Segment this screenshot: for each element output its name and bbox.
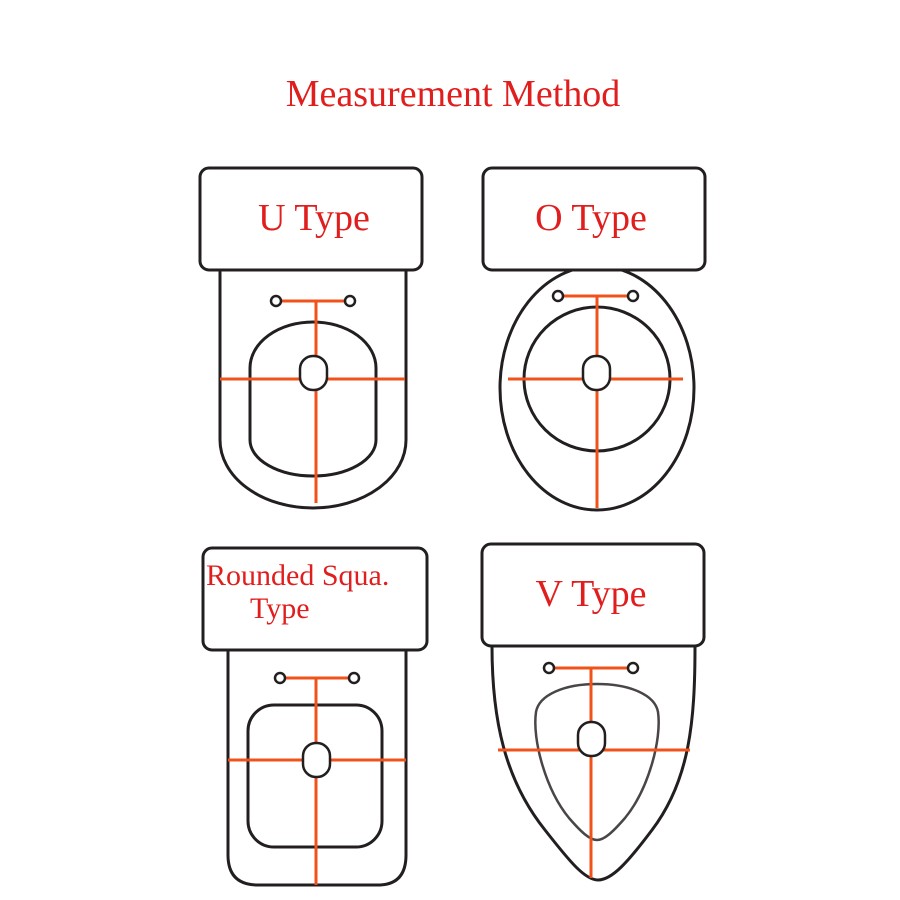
- rounded-square-type-diagram: Rounded Squa. Type: [201, 546, 429, 887]
- u-type-label: U Type: [258, 197, 370, 239]
- rounded-square-hinge-hole-right: [347, 671, 361, 685]
- u-type-drain-hole: [298, 354, 329, 392]
- u-type-hinge-hole-left: [269, 294, 283, 308]
- v-type-hinge-hole-left: [542, 661, 556, 675]
- rounded-square-label-line1: Rounded Squa.: [206, 559, 389, 592]
- v-type-label: V Type: [536, 573, 647, 615]
- u-type-diagram: U Type: [198, 166, 424, 510]
- o-type-label: O Type: [535, 197, 647, 239]
- rounded-square-label-line2: Type: [250, 592, 310, 625]
- v-type-diagram: V Type: [480, 542, 706, 882]
- v-type-seat-opening: [534, 682, 660, 842]
- v-type-bowl-outline: [490, 644, 697, 882]
- o-type-diagram: O Type: [481, 166, 707, 512]
- o-type-tank: [481, 166, 707, 272]
- o-type-hinge-hole-right: [626, 289, 640, 303]
- rounded-square-drain-hole: [301, 741, 332, 779]
- rounded-square-hinge-hole-left: [273, 671, 287, 685]
- page-title: Measurement Method: [285, 73, 621, 115]
- o-type-drain-hole: [581, 354, 612, 392]
- rounded-square-tank: [201, 546, 429, 652]
- v-type-drain-hole: [576, 720, 607, 758]
- v-type-tank: [480, 542, 706, 648]
- u-type-seat-opening: [248, 320, 378, 478]
- u-type-tank: [198, 166, 424, 272]
- v-type-hinge-hole-right: [626, 661, 640, 675]
- o-type-hinge-hole-left: [551, 289, 565, 303]
- u-type-hinge-hole-right: [343, 294, 357, 308]
